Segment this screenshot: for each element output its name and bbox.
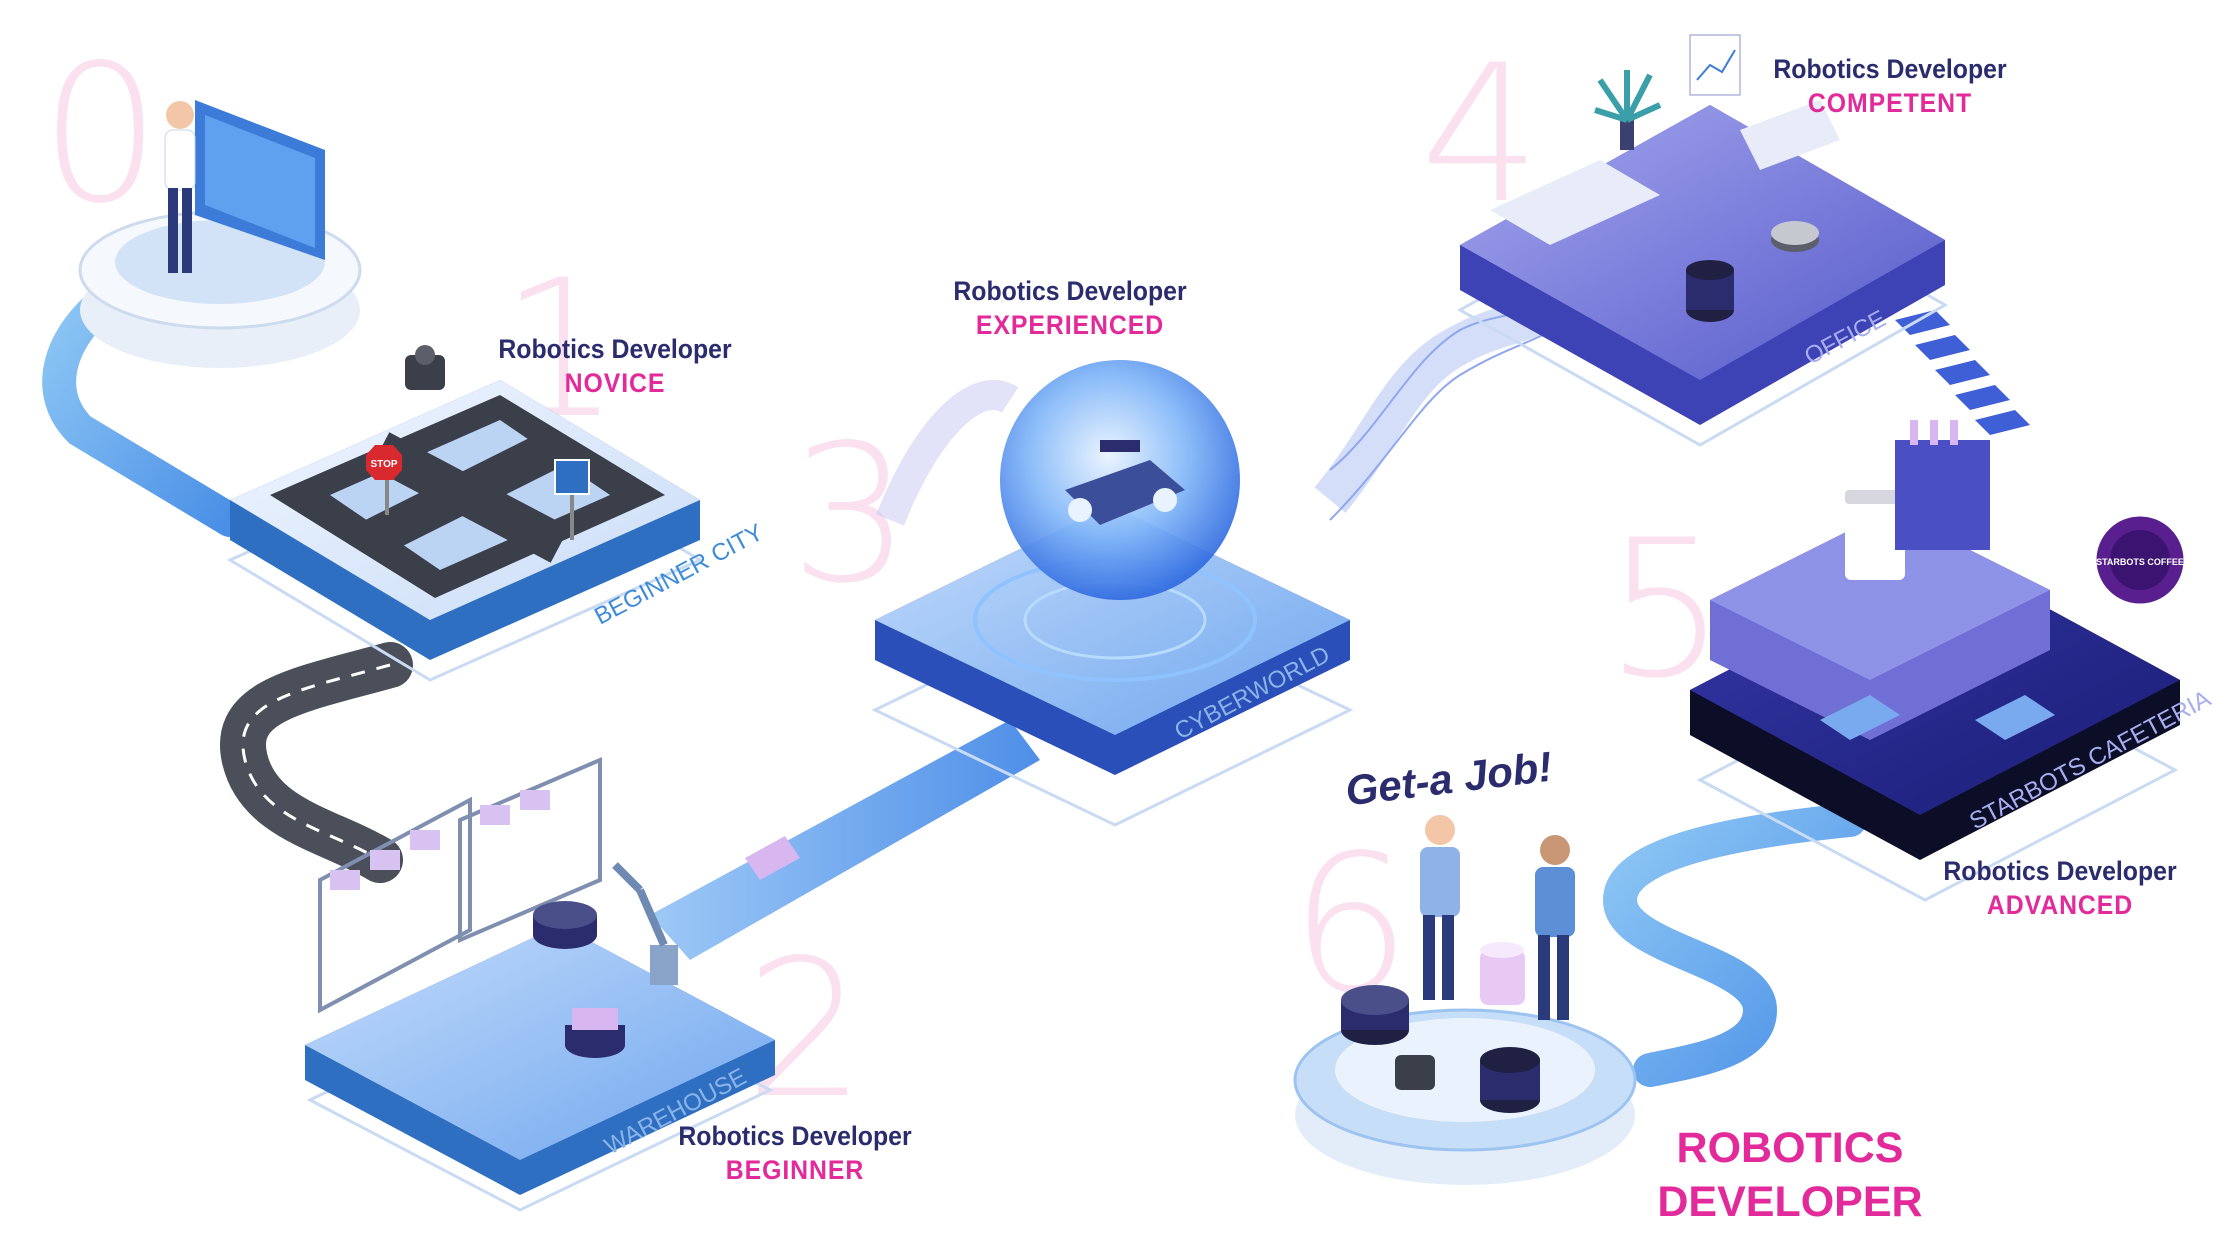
robot-icon — [1480, 942, 1525, 1005]
robot-vacuum-icon — [1771, 221, 1819, 252]
robot-icon — [565, 1008, 625, 1058]
stage-5-label: Robotics Developer ADVANCED — [1925, 855, 2195, 923]
stage-0-pedestal — [78, 100, 362, 368]
stage-3-platform: CYBERWORLD — [871, 360, 1354, 827]
step-number-5: 5 — [1605, 499, 1726, 720]
desk-icon — [1490, 100, 1840, 245]
stage-1-role: Robotics Developer — [498, 334, 732, 364]
robot-icon — [533, 901, 597, 949]
stage-1-level: NOVICE — [564, 367, 666, 398]
person-icon — [1420, 815, 1460, 1000]
stage-4-level: COMPETENT — [1807, 87, 1973, 118]
robot-arm-icon — [612, 862, 678, 985]
person-icon — [1535, 835, 1575, 1020]
starbots-coffee-logo-icon: STARBOTS COFFEE — [2093, 513, 2187, 607]
final-title: ROBOTICS DEVELOPER — [1560, 1122, 2020, 1230]
stage-2-role: Robotics Developer — [678, 1121, 912, 1151]
step-number-3: 3 — [790, 404, 911, 625]
armchair-icon — [1820, 695, 2055, 740]
stage-4-role: Robotics Developer — [1773, 54, 2007, 84]
rover-robot-icon — [1065, 440, 1185, 525]
coffee-cup-icon — [1845, 490, 1905, 580]
person-icon — [164, 101, 196, 273]
stage-2-label: Robotics Developer BEGINNER — [660, 1120, 930, 1188]
stage-1-platform: STOP BEGINNER CITY — [226, 345, 768, 682]
stage-3-role: Robotics Developer — [953, 276, 1187, 306]
shelf-icon — [318, 756, 602, 1014]
crosswalk-sign-icon — [554, 459, 590, 540]
robot-icon — [1480, 1047, 1540, 1113]
svg-text:STOP: STOP — [370, 459, 397, 470]
stage-6-pedestal — [1293, 815, 1637, 1185]
conveyor-2-to-3 — [650, 720, 1040, 960]
robot-icon — [1686, 260, 1734, 322]
stage-2-level: BEGINNER — [725, 1154, 865, 1185]
stage-3-level: EXPERIENCED — [975, 309, 1165, 340]
final-title-line2: DEVELOPER — [1657, 1177, 1923, 1226]
stage-5-role: Robotics Developer — [1943, 856, 2177, 886]
stage-4-label: Robotics Developer COMPETENT — [1755, 53, 2025, 121]
stage-5-level: ADVANCED — [1986, 889, 2134, 920]
stage-2-platform: WAREHOUSE — [305, 756, 775, 1212]
stairs-4-to-5 — [1895, 310, 2030, 435]
stage-3-label: Robotics Developer EXPERIENCED — [935, 275, 1205, 343]
svg-text:STARBOTS COFFEE: STARBOTS COFFEE — [2096, 557, 2184, 567]
final-title-line1: ROBOTICS — [1676, 1124, 1904, 1172]
stop-sign-icon: STOP — [366, 445, 402, 515]
robot-icon — [1395, 1055, 1435, 1090]
plant-icon — [1594, 70, 1662, 150]
path-5-to-6 — [1602, 803, 1867, 1087]
robot-icon — [405, 345, 445, 390]
coffee-machine-icon — [1895, 420, 1990, 550]
counter-icon — [1710, 510, 2050, 740]
road-1-to-2 — [220, 642, 413, 883]
stage-1-label: Robotics Developer NOVICE — [480, 333, 750, 401]
robot-icon — [1341, 985, 1409, 1045]
chart-board-icon — [1689, 34, 1741, 96]
step-number-0: 0 — [40, 24, 161, 245]
